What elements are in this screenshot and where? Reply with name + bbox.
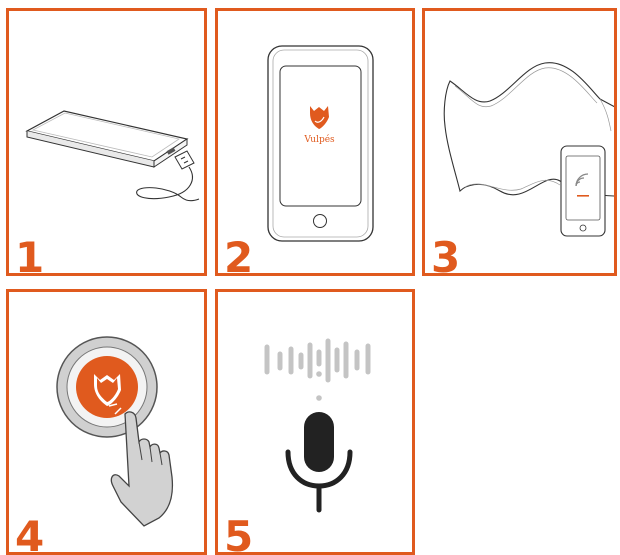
step-4-panel: 4 (6, 289, 207, 555)
step-number: 4 (15, 516, 44, 555)
step-3-panel: 3 (422, 8, 617, 276)
step-1-panel: 1 (6, 8, 207, 276)
step-2-panel: Vulpés 2 (215, 8, 415, 276)
step-number: 2 (224, 237, 253, 276)
step-number: 3 (431, 237, 460, 276)
step-number: 1 (15, 237, 44, 276)
step-5-panel: 5 (215, 289, 415, 555)
brand-name: Vulpés (303, 134, 335, 145)
step-number: 5 (224, 516, 253, 555)
